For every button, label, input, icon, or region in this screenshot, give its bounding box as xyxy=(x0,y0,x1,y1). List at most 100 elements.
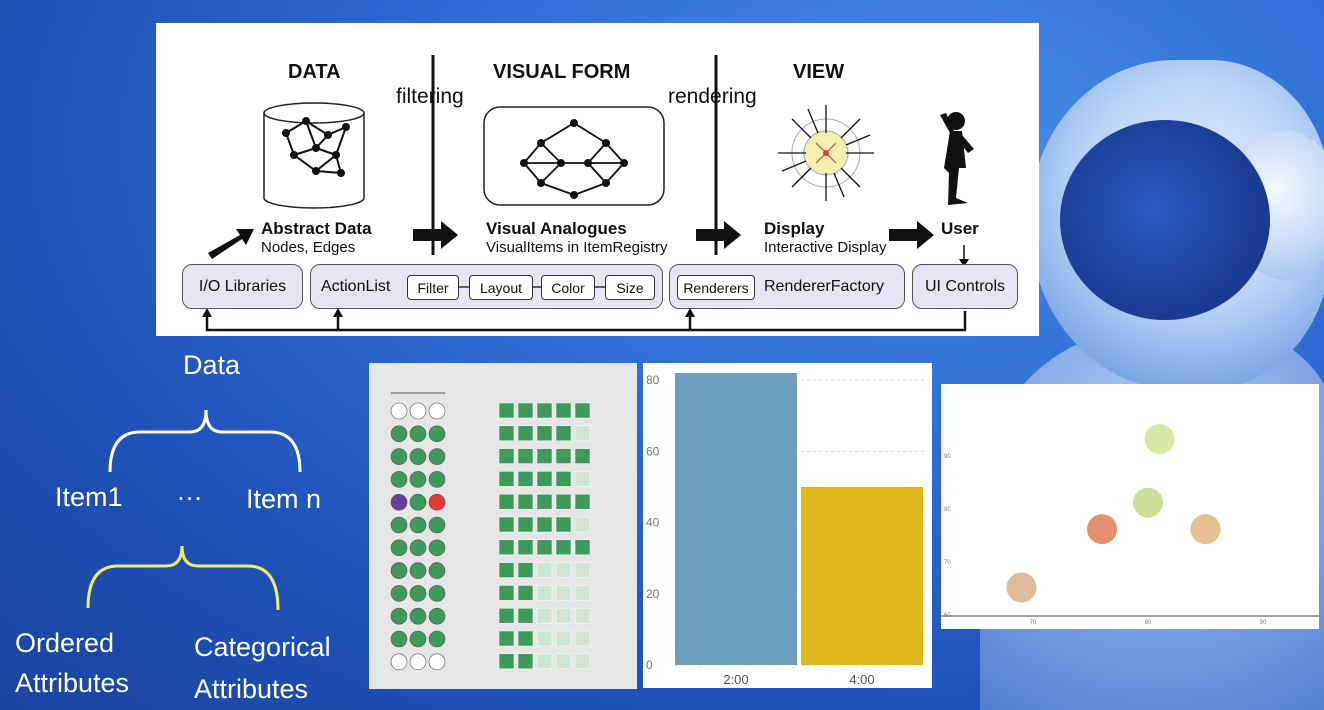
visual-variable-cell xyxy=(536,448,553,464)
visual-variable-symbol xyxy=(390,562,408,579)
visual-variable-cell xyxy=(517,539,534,556)
visual-form-graph-icon xyxy=(483,106,665,206)
visual-variable-cell xyxy=(517,653,534,670)
visual-variable-symbol xyxy=(390,493,408,511)
bar-xtick-label: 2:00 xyxy=(723,672,748,687)
visual-variable-cell xyxy=(498,585,515,601)
visual-variable-cell xyxy=(517,471,534,487)
display-title: Display xyxy=(764,219,825,238)
rendering-label: rendering xyxy=(668,85,757,108)
visual-variable-cell xyxy=(555,630,572,647)
visual-variable-symbol xyxy=(409,471,427,488)
visual-variable-symbol xyxy=(390,539,408,557)
layout-chip: Layout xyxy=(469,275,533,300)
visual-variable-cell xyxy=(536,630,553,647)
stage-view-heading: VIEW xyxy=(793,61,845,83)
visual-variable-cell xyxy=(498,402,515,419)
visual-variable-symbol xyxy=(428,539,446,557)
arrow-to-user-icon xyxy=(889,221,934,249)
scatter-point xyxy=(1144,424,1175,455)
visual-variable-cell xyxy=(517,516,534,533)
scatter-point xyxy=(1190,514,1221,545)
visual-variable-cell xyxy=(555,562,572,578)
visual-variable-symbol xyxy=(428,448,446,465)
visual-variable-cell xyxy=(498,562,515,578)
visual-variable-cell xyxy=(536,539,553,556)
categorical-attributes-label: Categorical Attributes xyxy=(194,626,331,710)
action-chain-connectors xyxy=(459,286,605,288)
stage-data-heading: DATA xyxy=(288,61,341,83)
io-libraries-box: I/O Libraries xyxy=(182,264,303,309)
visual-variable-cell xyxy=(574,425,591,442)
scatter-xtick-label: 90 xyxy=(1260,620,1267,626)
ordered-line-2: Attributes xyxy=(15,668,130,698)
bar-ytick-label: 60 xyxy=(646,444,660,458)
visual-variable-cell xyxy=(555,402,572,419)
color-chip: Color xyxy=(541,275,595,300)
visual-variable-symbol xyxy=(390,653,408,671)
bar-ytick-label: 80 xyxy=(646,373,660,387)
visual-variable-cell xyxy=(574,448,591,464)
visual-variable-cell xyxy=(517,425,534,442)
arrow-into-abstract-data-icon xyxy=(208,229,254,259)
visual-variable-symbol xyxy=(428,493,446,511)
tree-ellipsis-label: … xyxy=(176,476,203,506)
abstract-data-subtitle: Nodes, Edges xyxy=(261,239,356,256)
visual-variable-symbol xyxy=(428,471,446,488)
visual-variable-symbol xyxy=(409,493,427,511)
visual-variable-symbol xyxy=(390,585,408,602)
display-subtitle: Interactive Display xyxy=(764,239,887,256)
visual-variable-symbol xyxy=(409,585,427,602)
visual-variable-cell xyxy=(536,402,553,419)
visual-variable-cell xyxy=(536,562,553,578)
ordered-line-1: Ordered xyxy=(15,628,115,658)
visual-analogues-subtitle: VisualItems in ItemRegistry xyxy=(486,239,668,256)
arrow-to-visual-analogues-icon xyxy=(413,221,458,249)
visual-variable-cell xyxy=(517,630,534,647)
visual-variable-symbol xyxy=(409,653,427,671)
action-list-label: ActionList xyxy=(321,278,391,295)
ui-controls-label: UI Controls xyxy=(924,277,1006,295)
tree-root-label: Data xyxy=(183,350,241,380)
bar-2:00 xyxy=(675,373,797,665)
arrow-to-display-icon xyxy=(696,221,741,249)
renderer-factory-label: RendererFactory xyxy=(764,278,885,295)
scatter-xtick-label: 70 xyxy=(1030,620,1037,626)
scatter-point xyxy=(1087,514,1117,545)
visual-variable-symbol xyxy=(428,585,446,602)
visual-variable-symbol xyxy=(390,448,408,465)
visual-variable-cell xyxy=(574,562,591,578)
visual-variable-cell xyxy=(574,585,591,601)
visual-variable-cell xyxy=(574,471,591,487)
visual-variables-table xyxy=(369,363,637,689)
visual-variable-cell xyxy=(555,493,572,510)
visual-variable-cell xyxy=(555,585,572,601)
visual-variable-cell xyxy=(498,630,515,647)
visual-variables-grid xyxy=(390,392,591,671)
visual-variable-cell xyxy=(555,516,572,533)
visual-variable-cell xyxy=(498,471,515,487)
scatter-ytick-label: 70 xyxy=(944,560,951,566)
action-list-box: ActionList Filter Layout Color Size xyxy=(310,264,663,309)
visual-variable-symbol xyxy=(428,516,446,534)
visual-variable-symbol xyxy=(409,539,427,557)
visual-variable-cell xyxy=(536,493,553,510)
bar-ytick-label: 40 xyxy=(646,516,660,530)
size-chip: Size xyxy=(605,275,655,300)
tree-item1-label: Item1 xyxy=(55,482,123,512)
visual-analogues-title: Visual Analogues xyxy=(486,219,627,238)
visual-variable-cell xyxy=(517,493,534,510)
io-libraries-label: I/O Libraries xyxy=(198,277,287,295)
visual-variable-cell xyxy=(536,607,553,624)
visual-variable-cell xyxy=(574,630,591,647)
visual-variable-cell xyxy=(555,539,572,556)
visual-variable-symbol xyxy=(409,448,427,465)
visual-variable-cell xyxy=(555,471,572,487)
radial-display-icon xyxy=(778,105,874,201)
visual-variable-cell xyxy=(574,516,591,533)
visual-variable-cell xyxy=(498,607,515,624)
bar-4:00 xyxy=(801,486,923,665)
tree-braces xyxy=(86,409,302,611)
